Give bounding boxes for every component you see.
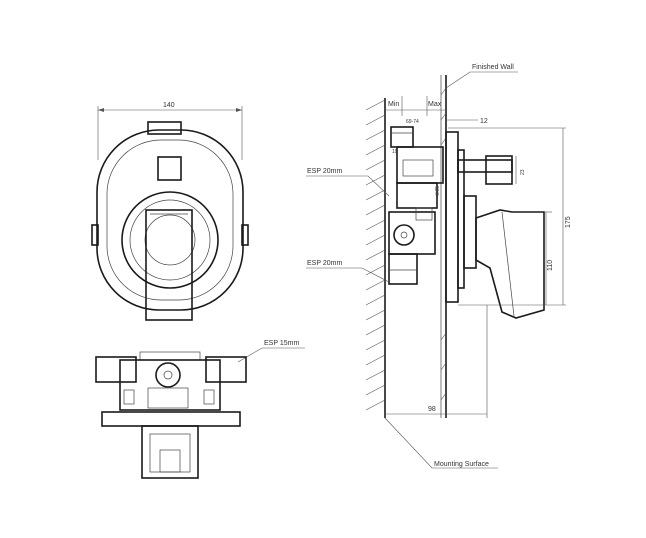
lever-side-profile [475, 209, 545, 319]
escutcheon-ring [121, 191, 219, 289]
cartridge-port-center [400, 231, 408, 239]
lever-side-edge [501, 211, 515, 317]
dim-175-label: 175 [565, 216, 572, 228]
dim-110-label: 110 [547, 260, 554, 271]
esp15-leader [237, 347, 305, 363]
diverter-block [147, 387, 189, 409]
bottom-fitting-right [203, 389, 215, 405]
valve-upper-body [396, 146, 444, 184]
esp20-top-leader [306, 175, 390, 197]
bottom-view: ESP 15mm [95, 340, 305, 479]
side-tab-right [241, 224, 249, 246]
face-plate-rim [457, 149, 465, 289]
finished-wall-label: Finished Wall [472, 64, 514, 71]
lever-handle-bottom-inner [149, 433, 191, 473]
wall-hatching [365, 99, 386, 411]
mounting-surface-leader [384, 417, 498, 469]
lever-handle-bottom [141, 425, 199, 479]
dim-65-label: ∅65 [435, 186, 441, 196]
cartridge-port [393, 224, 415, 246]
side-tab-left [91, 224, 99, 246]
inlet-right [205, 356, 247, 383]
width-arrow-right [236, 108, 242, 112]
diverter-knob [485, 155, 513, 185]
esp20-top-label: ESP 20mm [307, 168, 342, 175]
valve-mid-body [396, 182, 438, 209]
inlet-left [95, 356, 137, 383]
side-view: Finished Wall Min Max 69-74 12 19 ESP 20… [306, 64, 572, 469]
range-label: 69-74 [406, 119, 419, 125]
bottom-fitting-left [123, 389, 135, 405]
mounting-surface-label: Mounting Surface [434, 461, 489, 468]
esp20-bottom-leader [306, 267, 390, 283]
escutcheon-inner-ring [129, 199, 211, 281]
cartridge-center [163, 370, 173, 380]
escutcheon-side [463, 195, 477, 269]
lever-handle [145, 209, 193, 321]
cover-plate-inner-edge [106, 139, 234, 301]
diverter-button [157, 156, 182, 181]
escutcheon-hub [144, 214, 196, 266]
cover-plate [96, 129, 244, 311]
wall-plate [101, 411, 241, 427]
front-view: 140 [91, 102, 249, 321]
finished-wall-leader [445, 71, 518, 89]
width-arrow-left [98, 108, 104, 112]
min-label: Min [388, 101, 399, 108]
housing-nut [415, 207, 433, 221]
max-label: Max [428, 101, 442, 108]
valve-upper-detail [402, 159, 434, 177]
esp15-label: ESP 15mm [264, 340, 299, 347]
manifold-top [139, 351, 201, 361]
valve-body [119, 359, 221, 411]
top-connector [390, 126, 414, 148]
dim-19-label: 19 [392, 149, 398, 155]
top-tab [147, 121, 182, 135]
finished-wall-hatching [440, 87, 447, 401]
width-label: 140 [163, 102, 175, 109]
face-plate [445, 131, 459, 303]
diverter-stem [457, 159, 513, 173]
dim-98-label: 98 [428, 406, 436, 413]
dim-12-label: 12 [480, 118, 488, 125]
dim-23-label: 23 [520, 169, 526, 175]
cartridge-housing [388, 211, 436, 255]
lever-slot [159, 449, 181, 473]
cartridge-circle [155, 362, 181, 388]
esp20-bottom-label: ESP 20mm [307, 260, 342, 267]
bottom-connector [388, 253, 418, 285]
